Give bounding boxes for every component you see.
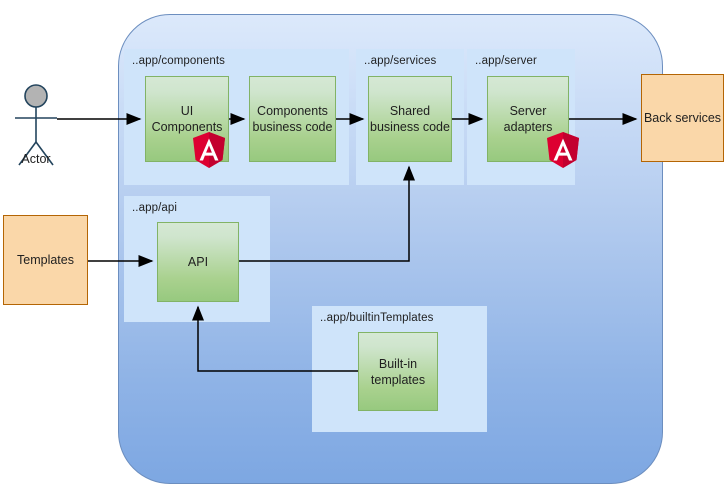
node-builtin-templates[interactable]: Built-in templates [358, 332, 438, 411]
angular-icon-server-adapters [547, 132, 579, 168]
panel-label-api: ..app/api [132, 202, 178, 214]
node-components-business-code-label: Components business code [252, 104, 333, 134]
node-api-label: API [187, 255, 209, 269]
actor-label: Actor [21, 152, 51, 166]
angular-icon-ui-components [193, 132, 225, 168]
panel-label-services: ..app/services [364, 55, 437, 67]
panel-label-builtin-templates: ..app/builtinTemplates [320, 312, 434, 324]
node-server-adapters-label: Server adapters [503, 104, 553, 134]
panel-label-server: ..app/server [475, 55, 537, 67]
node-components-business-code[interactable]: Components business code [249, 76, 336, 162]
node-templates-label: Templates [17, 253, 74, 267]
panel-label-components: ..app/components [132, 55, 226, 67]
node-shared-business-code[interactable]: Shared business code [368, 76, 452, 162]
node-templates[interactable]: Templates [3, 215, 88, 305]
node-back-services-label: Back services [643, 111, 722, 125]
node-ui-components-label: UI Components [151, 104, 223, 134]
node-back-services[interactable]: Back services [641, 74, 724, 162]
node-shared-business-code-label: Shared business code [370, 104, 450, 134]
node-api[interactable]: API [157, 222, 239, 302]
node-builtin-templates-label: Built-in templates [370, 356, 426, 387]
